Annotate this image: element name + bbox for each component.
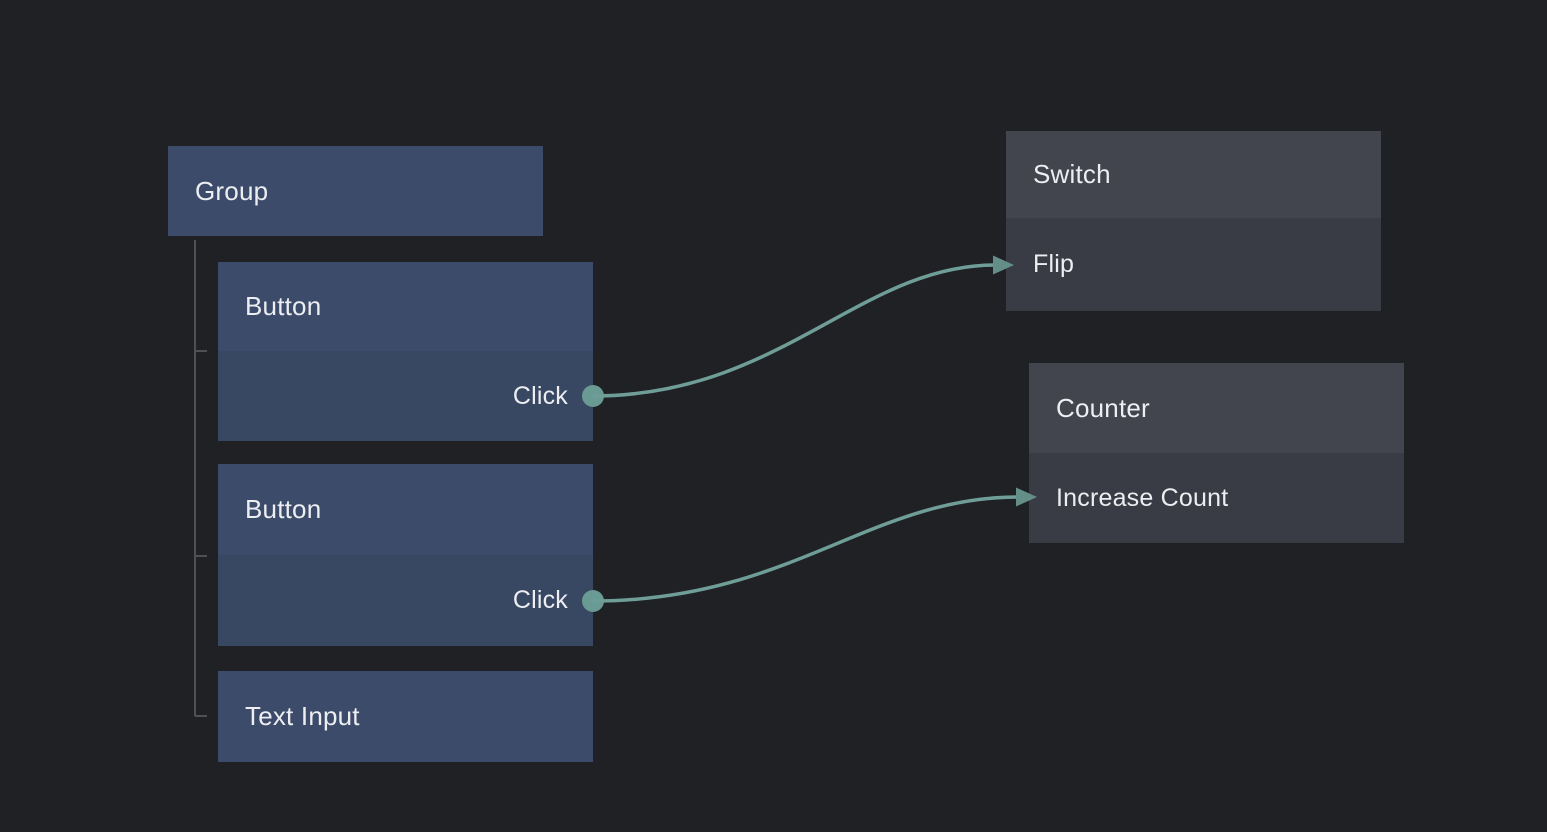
node-button-2[interactable]: Button Click bbox=[218, 464, 604, 646]
node-button-1[interactable]: Button Click bbox=[218, 262, 604, 441]
node-title: Button bbox=[245, 494, 322, 524]
node-button-2-output-row: Click bbox=[218, 555, 604, 646]
output-label: Click bbox=[512, 381, 568, 410]
node-counter-header[interactable]: Counter bbox=[1029, 363, 1404, 453]
node-text-input[interactable]: Text Input bbox=[218, 671, 593, 762]
output-port-click[interactable] bbox=[582, 589, 604, 612]
output-label: Click bbox=[512, 586, 568, 614]
input-label: Increase Count bbox=[1056, 483, 1229, 512]
node-group-header[interactable]: Group bbox=[168, 146, 543, 236]
node-button-1-output-row: Click bbox=[218, 351, 604, 441]
node-button-2-header[interactable]: Button bbox=[218, 464, 593, 555]
edge-button1-click-to-switch-flip[interactable] bbox=[592, 255, 1014, 398]
edge-button2-click-to-counter-increase-count[interactable] bbox=[592, 487, 1037, 603]
input-label: Flip bbox=[1033, 250, 1075, 278]
node-counter-input-row: Increase Count bbox=[1029, 453, 1404, 543]
node-title: Counter bbox=[1056, 392, 1150, 423]
node-group[interactable]: Group bbox=[168, 146, 543, 236]
output-port-click[interactable] bbox=[582, 385, 604, 407]
node-title: Group bbox=[195, 175, 269, 206]
group-children-tree-connector bbox=[194, 240, 207, 717]
node-text-input-header[interactable]: Text Input bbox=[218, 671, 593, 762]
node-switch-input-row: Flip bbox=[1006, 218, 1381, 311]
node-title: Text Input bbox=[245, 701, 360, 731]
node-switch-header[interactable]: Switch bbox=[1006, 131, 1381, 218]
node-title: Button bbox=[245, 291, 322, 321]
node-counter[interactable]: Counter Increase Count bbox=[1029, 363, 1404, 543]
node-switch[interactable]: Switch Flip bbox=[1006, 131, 1381, 311]
node-button-1-header[interactable]: Button bbox=[218, 262, 593, 351]
node-title: Switch bbox=[1033, 159, 1111, 189]
